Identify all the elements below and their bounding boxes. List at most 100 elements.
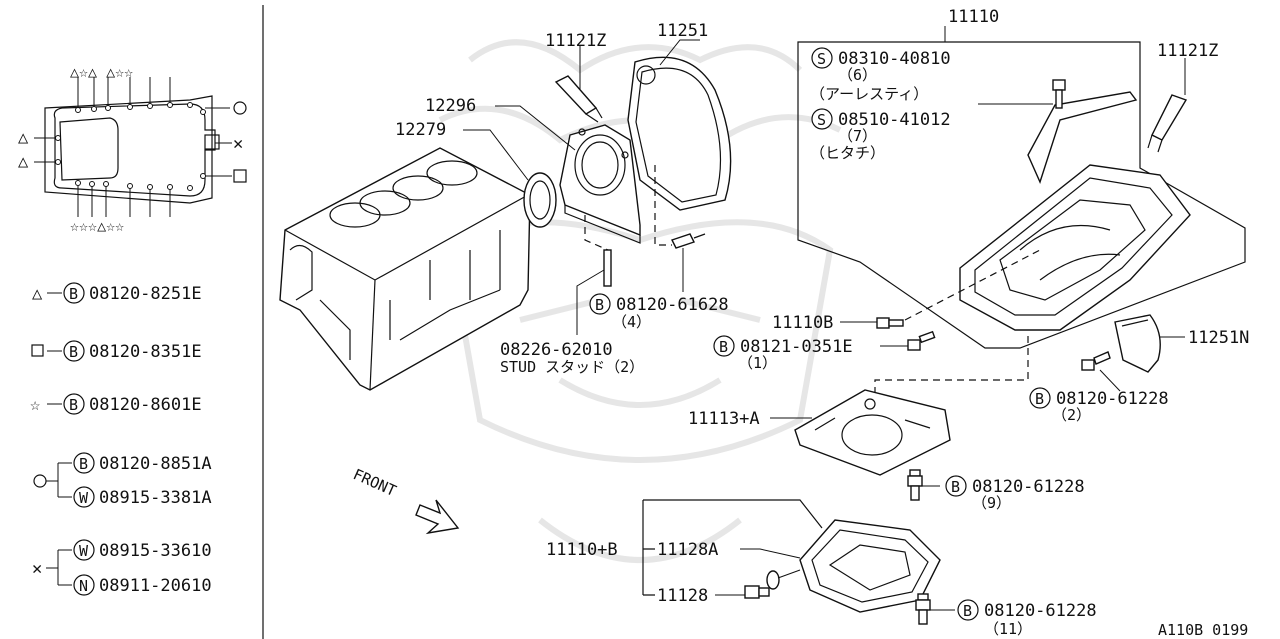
label-08120-61228-c: 08120-61228 bbox=[984, 601, 1097, 621]
qty-0351e: （1） bbox=[738, 354, 777, 372]
washer-11128a-drawing bbox=[766, 570, 780, 590]
legend-side-triangle-2: △ bbox=[18, 152, 29, 172]
label-11128a: 11128A bbox=[657, 540, 718, 560]
circle-symbol bbox=[33, 474, 47, 488]
maker-note-08310: （アーレスティ） bbox=[810, 85, 928, 103]
code-circle bbox=[63, 393, 85, 415]
front-arrow-icon bbox=[415, 499, 460, 535]
label-08310-40810: 08310-40810 bbox=[838, 49, 951, 69]
label-11110b: 11110B bbox=[772, 313, 833, 333]
svg-text:B: B bbox=[951, 478, 960, 496]
label-11110: 11110 bbox=[948, 7, 999, 27]
cross-symbol: ✕ bbox=[32, 559, 42, 579]
legend-side-cross: ✕ bbox=[233, 134, 243, 154]
legend-square-row: B 08120-8351E bbox=[31, 340, 202, 362]
qty-61228-2: （2） bbox=[1052, 406, 1091, 424]
legend-star-row: ☆ B 08120-8601E bbox=[30, 393, 202, 415]
code-circle bbox=[63, 340, 85, 362]
legend-side-circle bbox=[233, 101, 247, 115]
gasket-guide-line bbox=[874, 336, 1029, 395]
legend-symbols-bottom: ☆☆☆△☆☆ bbox=[70, 217, 124, 235]
label-11113a: 11113+A bbox=[688, 409, 760, 429]
svg-text:B: B bbox=[69, 396, 78, 414]
svg-text:W: W bbox=[79, 542, 89, 560]
label-11251n: 11251N bbox=[1188, 328, 1249, 348]
label-08120-61228-b: 08120-61228 bbox=[972, 477, 1085, 497]
qty-61628: （4） bbox=[612, 313, 651, 331]
code-circle bbox=[63, 282, 85, 304]
svg-text:W: W bbox=[79, 489, 89, 507]
bolt-08310-drawing bbox=[1052, 79, 1066, 109]
front-label: FRONT bbox=[350, 465, 399, 500]
svg-text:B: B bbox=[719, 338, 728, 356]
svg-text:B: B bbox=[69, 285, 78, 303]
label-12296: 12296 bbox=[425, 96, 476, 116]
qty-61228-9: （9） bbox=[972, 494, 1011, 512]
cover-11251n-drawing bbox=[1114, 314, 1161, 373]
drain-leader bbox=[777, 569, 801, 579]
bolt-61228-11-drawing bbox=[915, 593, 931, 625]
cylinder-block-drawing bbox=[279, 147, 531, 391]
label-08510-41012: 08510-41012 bbox=[838, 110, 951, 130]
stud-drawing bbox=[603, 249, 612, 287]
square-symbol bbox=[31, 344, 44, 357]
bolt-guide-line bbox=[654, 165, 672, 246]
sealant-tube-left bbox=[554, 75, 603, 123]
rear-plate-11251-drawing bbox=[627, 56, 732, 211]
cross-part-number-2: 08911-20610 bbox=[99, 576, 212, 596]
bolt-0351e-drawing bbox=[907, 330, 936, 351]
svg-text:N: N bbox=[79, 577, 88, 595]
label-11128: 11128 bbox=[657, 586, 708, 606]
upper-oil-pan-drawing bbox=[959, 164, 1191, 331]
legend-side-triangle-1: △ bbox=[18, 128, 29, 148]
svg-text:B: B bbox=[79, 455, 88, 473]
bolt-11110b-drawing bbox=[876, 317, 904, 329]
legend-symbols-top: △☆△ △☆☆ bbox=[70, 63, 133, 81]
triangle-symbol: △ bbox=[32, 284, 43, 304]
leader-lines bbox=[463, 26, 1186, 611]
bolt-61228-9-drawing bbox=[907, 469, 923, 501]
maker-note-08510: （ヒタチ） bbox=[810, 144, 885, 162]
star-symbol: ☆ bbox=[30, 395, 40, 415]
qty-61228-11: （11） bbox=[984, 620, 1032, 638]
lower-oil-pan-drawing bbox=[799, 519, 941, 613]
cross-part-number-1: 08915-33610 bbox=[99, 541, 212, 561]
svg-text:B: B bbox=[963, 602, 972, 620]
svg-text:S: S bbox=[817, 50, 826, 68]
bolt-guide-upper bbox=[904, 249, 1041, 321]
svg-text:S: S bbox=[817, 111, 826, 129]
svg-text:B: B bbox=[69, 343, 78, 361]
square-part-number: 08120-8351E bbox=[89, 342, 202, 362]
triangle-part-number: 08120-8251E bbox=[89, 284, 202, 304]
oil-pan-outline bbox=[34, 77, 232, 217]
label-11110-plus-b: 11110+B bbox=[546, 540, 618, 560]
sealant-tube-right bbox=[1147, 94, 1188, 153]
svg-text:B: B bbox=[595, 296, 604, 314]
drain-plug-11128-drawing bbox=[744, 585, 770, 599]
legend-cross-group: ✕ W 08915-33610 N 08911-20610 bbox=[32, 539, 212, 596]
star-part-number: 08120-8601E bbox=[89, 395, 202, 415]
qty-08310: （6） bbox=[838, 66, 877, 84]
label-08121-0351e: 08121-0351E bbox=[740, 337, 853, 357]
group-bracket-11110b bbox=[643, 499, 823, 529]
retainer-12296-drawing bbox=[559, 124, 641, 244]
qty-08510: （7） bbox=[838, 127, 877, 145]
seal-12279-drawing bbox=[523, 172, 557, 228]
label-stud: STUD スタッド（2） bbox=[500, 358, 644, 376]
diagram-code: A110B 0199 bbox=[1158, 621, 1248, 639]
label-08120-61628: 08120-61628 bbox=[616, 295, 729, 315]
circle-part-number-1: 08120-8851A bbox=[99, 454, 212, 474]
legend-circle-group: B 08120-8851A W 08915-3381A bbox=[33, 452, 212, 508]
svg-text:B: B bbox=[1035, 390, 1044, 408]
label-12279: 12279 bbox=[395, 120, 446, 140]
label-11121z-right: 11121Z bbox=[1157, 41, 1218, 61]
legend-triangle-row: △ B 08120-8251E bbox=[32, 282, 202, 304]
label-11121z-left: 11121Z bbox=[545, 31, 606, 51]
bolt-61628-drawing bbox=[671, 233, 706, 249]
gasket-11113a-drawing bbox=[794, 389, 951, 476]
circle-part-number-2: 08915-3381A bbox=[99, 488, 212, 508]
group-bracket-left bbox=[642, 500, 655, 596]
baffle-drawing bbox=[1027, 91, 1138, 184]
group-box-11110 bbox=[797, 41, 1246, 349]
